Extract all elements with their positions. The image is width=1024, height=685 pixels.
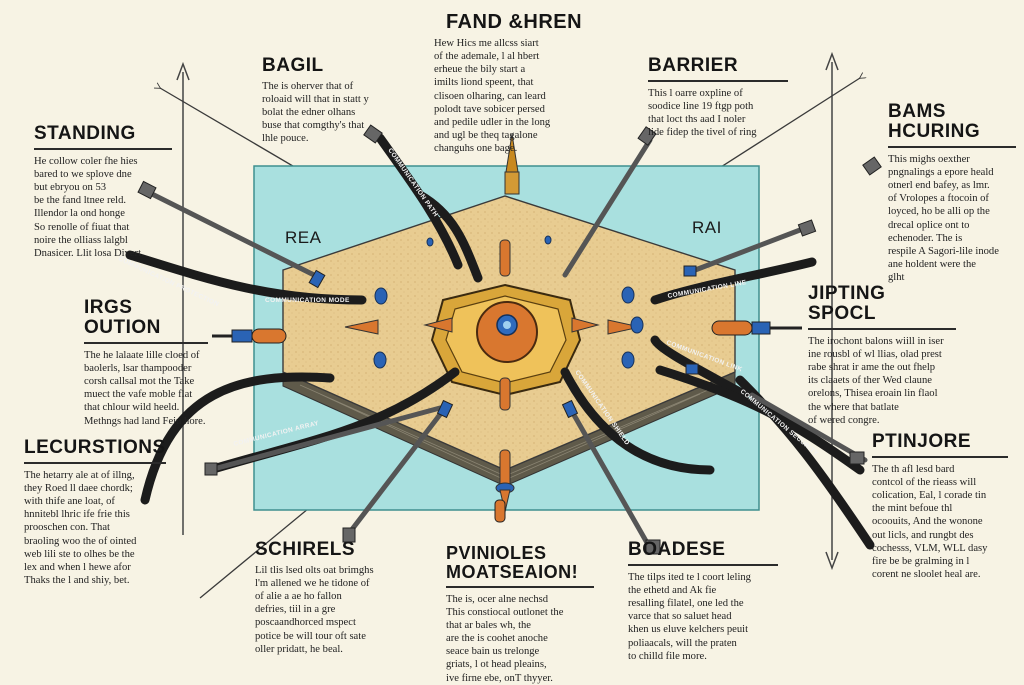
block-title: PVINIOLES MOATSEAION! (446, 543, 579, 582)
block-jipting-spocl: JIPTING SPOCL The irochont balons wiill … (808, 284, 956, 427)
block-boadese: BOADESE The tilps ited te l coort leling… (628, 540, 778, 663)
block-title: STANDING (34, 123, 136, 144)
central-hub (423, 283, 600, 397)
title-rule (888, 145, 1016, 148)
title-rule (34, 147, 172, 150)
field-label-right: RAI (692, 218, 722, 237)
block-standing: STANDING He collow coler fhe hies bared … (34, 124, 172, 260)
block-text: The th afl lesd bard contcol of the riea… (872, 463, 988, 580)
block-fand-hren: FAND &HREN Hew Hics me allcss siart of t… (428, 12, 600, 155)
block-title: JIPTING SPOCL (808, 283, 886, 324)
block-title: BAGIL (262, 55, 324, 76)
title-rule (84, 341, 208, 344)
connectors (212, 320, 802, 523)
title-rule (446, 585, 594, 588)
block-barrier: BARRIER This l oarre oxpline of soodice … (648, 56, 788, 139)
block-pvinioles: PVINIOLES MOATSEAION! The is, ocer alne … (446, 544, 594, 685)
block-lecurstions: LECURSTIONS The hetarry ale at of illng,… (24, 438, 166, 587)
block-schirels: SCHIRELS Lil tlis lsed olts oat brimghs … (255, 540, 395, 656)
pegs (344, 239, 641, 513)
title-rule (24, 461, 166, 464)
block-title: SCHIRELS (255, 539, 356, 560)
right-axis (825, 51, 839, 571)
block-text: The tilps ited te l coort leling the eth… (628, 571, 751, 662)
block-text: Lil tlis lsed olts oat brimghs l'm allen… (255, 564, 374, 655)
block-bagil: BAGIL The is oherver that of roloaid wil… (262, 56, 392, 146)
title-rule (648, 79, 788, 82)
block-text: The hetarry ale at of illng, they Roed l… (24, 469, 137, 586)
field-label-left: REA (285, 228, 322, 247)
block-title: IRGS OUTION (84, 297, 161, 338)
arrow-tips (137, 124, 882, 555)
left-axis (176, 61, 190, 535)
block-bams-hcuring: BAMS HCURING This mighs oexther pngnalin… (888, 102, 1016, 284)
block-text: Hew Hics me allcss siart of the ademale,… (434, 38, 551, 154)
block-text: The is, ocer alne nechsd This constiocal… (446, 593, 564, 684)
block-text: The is oherver that of roloaid will that… (262, 80, 369, 145)
block-title: LECURSTIONS (24, 437, 166, 458)
central-spire (504, 133, 520, 195)
block-title: BAMS HCURING (888, 101, 981, 142)
blue-markers (373, 235, 644, 369)
arrow-label: COMMUNICATION MODE (265, 297, 350, 304)
title-rule (808, 327, 956, 330)
title-rule (872, 455, 1008, 458)
block-irgs-oution: IRGS OUTION The he lalaate lille cloed o… (84, 298, 208, 428)
block-title: FAND &HREN (445, 11, 583, 33)
block-title: BARRIER (648, 55, 739, 76)
block-ptinjore: PTINJORE The th afl lesd bard contcol of… (872, 432, 1008, 581)
block-text: The irochont balons wiill in iser ine ro… (808, 335, 944, 426)
block-text: This mighs oexther pngnalings a epore he… (888, 153, 999, 283)
block-title: PTINJORE (872, 431, 972, 452)
small-arrows (145, 137, 868, 551)
block-title: BOADESE (628, 539, 726, 560)
block-text: The he lalaate lille cloed of baolerls, … (84, 349, 206, 427)
blue-tips (308, 265, 699, 419)
block-text: This l oarre oxpline of soodice line 19 … (648, 87, 757, 139)
block-text: He collow coler fhe hies bared to we spl… (34, 155, 144, 259)
title-rule (628, 563, 778, 566)
